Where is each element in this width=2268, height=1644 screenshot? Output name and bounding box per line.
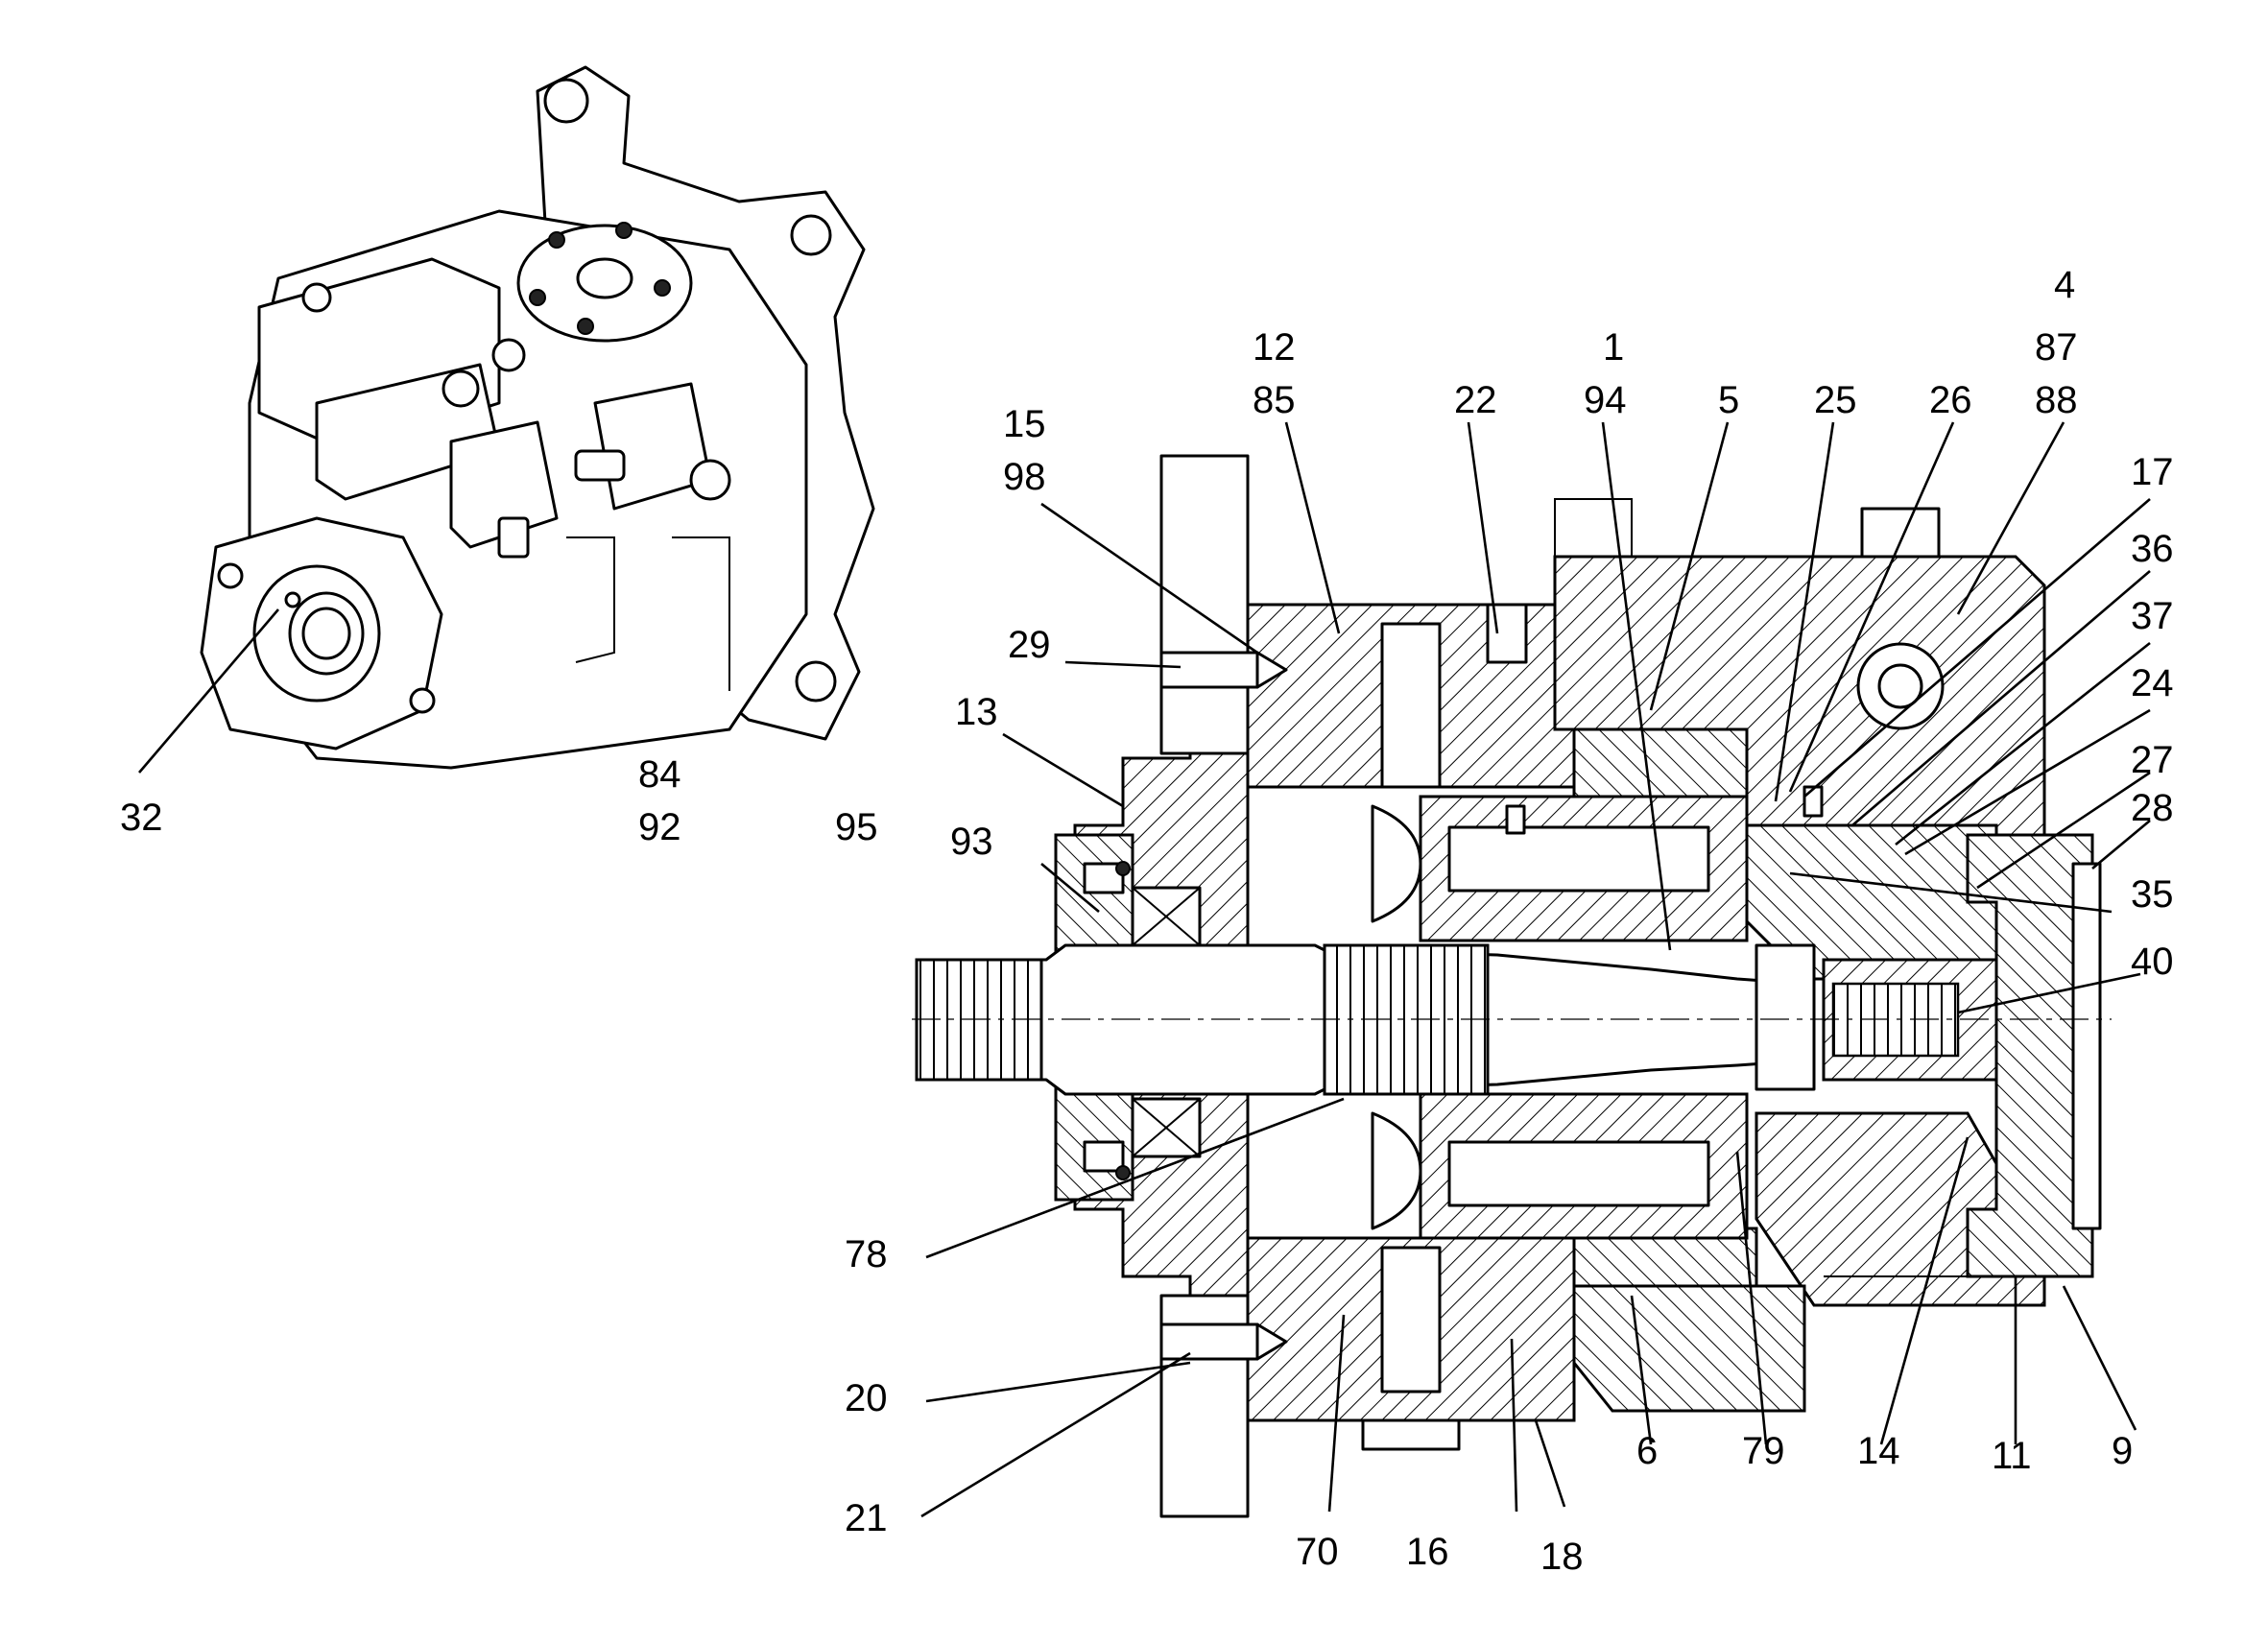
- callout-87: 87: [2035, 326, 2078, 369]
- callout-22: 22: [1454, 379, 1497, 421]
- callout-27: 27: [2131, 739, 2174, 781]
- callout-84: 84: [638, 753, 681, 796]
- callout-26: 26: [1929, 379, 1972, 421]
- callout-9: 9: [2112, 1430, 2133, 1472]
- callout-18: 18: [1540, 1536, 1584, 1578]
- callout-1: 1: [1603, 326, 1624, 369]
- callout-29: 29: [1008, 624, 1051, 666]
- callout-16: 16: [1406, 1531, 1449, 1573]
- callout-12: 12: [1253, 326, 1296, 369]
- callout-24: 24: [2131, 662, 2174, 704]
- callout-13: 13: [955, 691, 998, 733]
- callout-20: 20: [845, 1377, 888, 1419]
- callout-36: 36: [2131, 528, 2174, 570]
- callout-40: 40: [2131, 941, 2174, 983]
- callout-78: 78: [845, 1233, 888, 1275]
- callout-32: 32: [120, 797, 163, 839]
- callout-37: 37: [2131, 595, 2174, 637]
- pump-cross-section: [912, 454, 2112, 1518]
- callout-35: 35: [2131, 873, 2174, 916]
- callout-28: 28: [2131, 787, 2174, 829]
- callout-88: 88: [2035, 379, 2078, 421]
- callout-85: 85: [1253, 379, 1296, 421]
- callout-17: 17: [2131, 451, 2174, 493]
- callout-15: 15: [1003, 403, 1046, 445]
- callout-labels: 32 84 92 95 93 13 29 15 98 12 85 22 1 94…: [120, 264, 2174, 1578]
- callout-92: 92: [638, 806, 681, 848]
- callout-79: 79: [1742, 1430, 1785, 1472]
- callout-94: 94: [1584, 379, 1627, 421]
- callout-6: 6: [1636, 1430, 1658, 1472]
- callout-21: 21: [845, 1497, 888, 1539]
- callout-4: 4: [2054, 264, 2075, 306]
- callout-25: 25: [1814, 379, 1857, 421]
- pump-perspective-view: [200, 65, 875, 770]
- callout-98: 98: [1003, 456, 1046, 498]
- callout-5: 5: [1718, 379, 1739, 421]
- callout-93: 93: [950, 821, 993, 863]
- callout-70: 70: [1296, 1531, 1339, 1573]
- leader-lines: [138, 421, 2151, 1518]
- callout-95: 95: [835, 806, 878, 848]
- callout-14: 14: [1857, 1430, 1900, 1472]
- callout-11: 11: [1992, 1435, 2032, 1477]
